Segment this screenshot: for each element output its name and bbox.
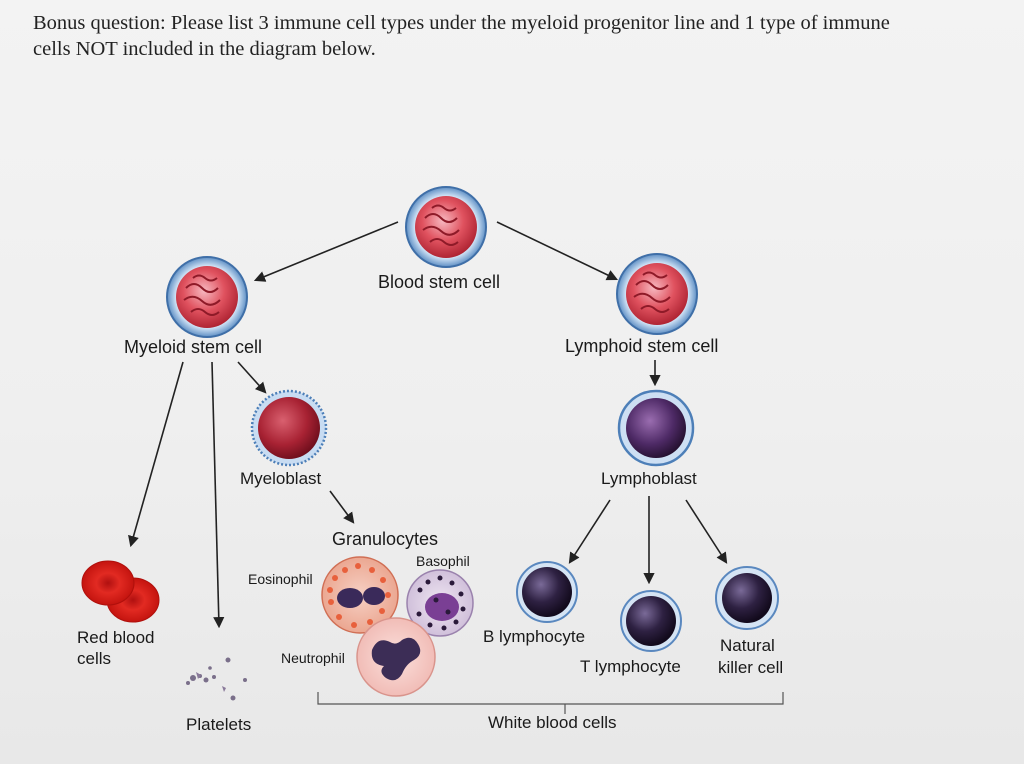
arrow-myeloid-to-myeloblast bbox=[237, 361, 267, 394]
label-white-blood-cells: White blood cells bbox=[488, 713, 617, 732]
platelets-icon bbox=[186, 657, 247, 701]
arrow-lymphoblast-to-b bbox=[568, 499, 611, 564]
label-lymphoid-stem-cell: Lymphoid stem cell bbox=[565, 336, 719, 356]
red-blood-cells-icon bbox=[81, 560, 160, 623]
label-blood-stem-cell: Blood stem cell bbox=[378, 272, 501, 292]
arrow-blood-to-lymphoid bbox=[496, 221, 619, 281]
label-myeloblast: Myeloblast bbox=[240, 469, 322, 488]
label-neutrophil: Neutrophil bbox=[281, 650, 345, 666]
label-lymphoblast: Lymphoblast bbox=[601, 469, 697, 488]
basophil-icon bbox=[406, 569, 474, 637]
label-natural-killer-line2: killer cell bbox=[718, 658, 784, 677]
lymphoblast-icon bbox=[617, 389, 695, 467]
arrows bbox=[128, 221, 728, 629]
arrow-myeloid-to-platelets bbox=[211, 361, 225, 629]
white-blood-cells-bracket bbox=[317, 692, 784, 714]
label-natural-killer-line1: Natural bbox=[720, 636, 775, 655]
neutrophil-icon bbox=[356, 617, 436, 697]
label-eosinophil: Eosinophil bbox=[248, 571, 313, 587]
label-granulocytes: Granulocytes bbox=[332, 529, 439, 549]
b-lymphocyte-icon bbox=[516, 561, 578, 623]
label-myeloid-stem-cell: Myeloid stem cell bbox=[124, 337, 263, 357]
label-b-lymphocyte: B lymphocyte bbox=[483, 627, 586, 646]
natural-killer-cell-icon bbox=[715, 566, 779, 630]
eosinophil-icon bbox=[321, 556, 399, 634]
question-line-2: cells NOT included in the diagram below. bbox=[33, 38, 376, 60]
question-line-1: Bonus question: Please list 3 immune cel… bbox=[33, 12, 890, 34]
label-red-blood-cells-line1: Red blood bbox=[77, 628, 155, 647]
blood-stem-cell-icon bbox=[405, 186, 487, 268]
myeloblast-icon bbox=[250, 389, 328, 467]
lymphoid-stem-cell-icon bbox=[616, 253, 698, 335]
label-t-lymphocyte: T lymphocyte bbox=[580, 657, 681, 676]
label-red-blood-cells-line2: cells bbox=[77, 649, 112, 668]
arrow-blood-to-myeloid bbox=[253, 221, 399, 282]
label-platelets: Platelets bbox=[186, 715, 252, 734]
arrow-lymphoblast-to-nk bbox=[685, 499, 728, 564]
arrow-myeloid-to-rbc bbox=[128, 361, 184, 548]
t-lymphocyte-icon bbox=[620, 590, 682, 652]
arrow-myeloblast-to-granulocytes bbox=[329, 490, 355, 524]
question-text: Bonus question: Please list 3 immune cel… bbox=[33, 10, 1013, 62]
myeloid-stem-cell-icon bbox=[166, 256, 248, 338]
label-basophil: Basophil bbox=[416, 553, 470, 569]
